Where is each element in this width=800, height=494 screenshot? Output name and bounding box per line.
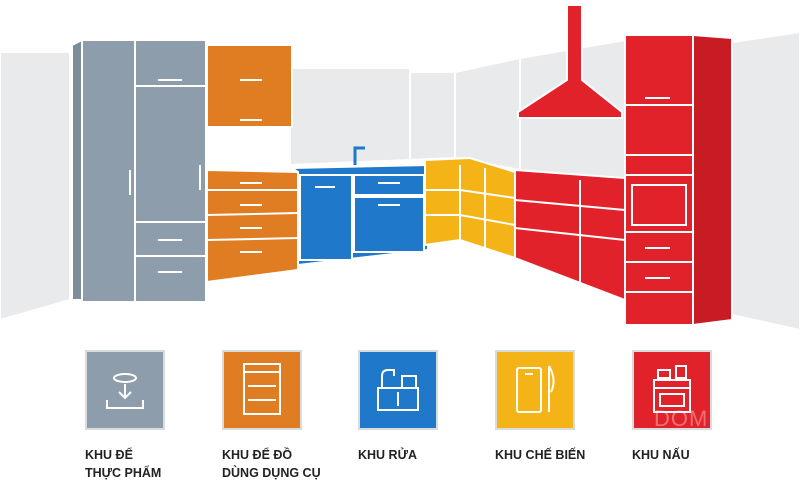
cutting-board-knife-icon: [495, 350, 575, 430]
stove-oven-icon: DOM: [632, 350, 712, 430]
utensil-storage-cabinets: [206, 44, 299, 284]
food-storage-cabinet: [71, 38, 207, 303]
dish-rack-icon: [222, 350, 302, 430]
food-tray-icon: [85, 350, 165, 430]
preparation-cabinets: [424, 156, 516, 260]
zone-washing: KHU RỬA: [358, 350, 438, 464]
zone-utensil-storage: KHU ĐỂ ĐỒ DÙNG DỤNG CỤ: [222, 350, 321, 482]
zone-cooking: DOM KHU NẤU: [632, 350, 712, 464]
zone-label: KHU CHẾ BIẾN: [495, 448, 586, 462]
zone-label: KHU NẤU: [632, 448, 690, 462]
sink-icon: [358, 350, 438, 430]
zone-preparation: KHU CHẾ BIẾN: [495, 350, 586, 464]
cooking-area: [514, 4, 733, 327]
zone-label: THỰC PHẨM: [85, 466, 162, 480]
washing-cabinet: [288, 146, 429, 267]
zone-label: KHU RỬA: [358, 448, 417, 462]
zone-label: DÙNG DỤNG CỤ: [222, 466, 321, 480]
kitchen-illustration: [0, 4, 800, 332]
zone-food-storage: KHU ĐỂ THỰC PHẨM: [85, 350, 165, 482]
watermark: DOM: [654, 406, 709, 430]
zone-label: KHU ĐỂ ĐỒ: [222, 448, 293, 462]
zone-label: KHU ĐỂ: [85, 448, 133, 462]
